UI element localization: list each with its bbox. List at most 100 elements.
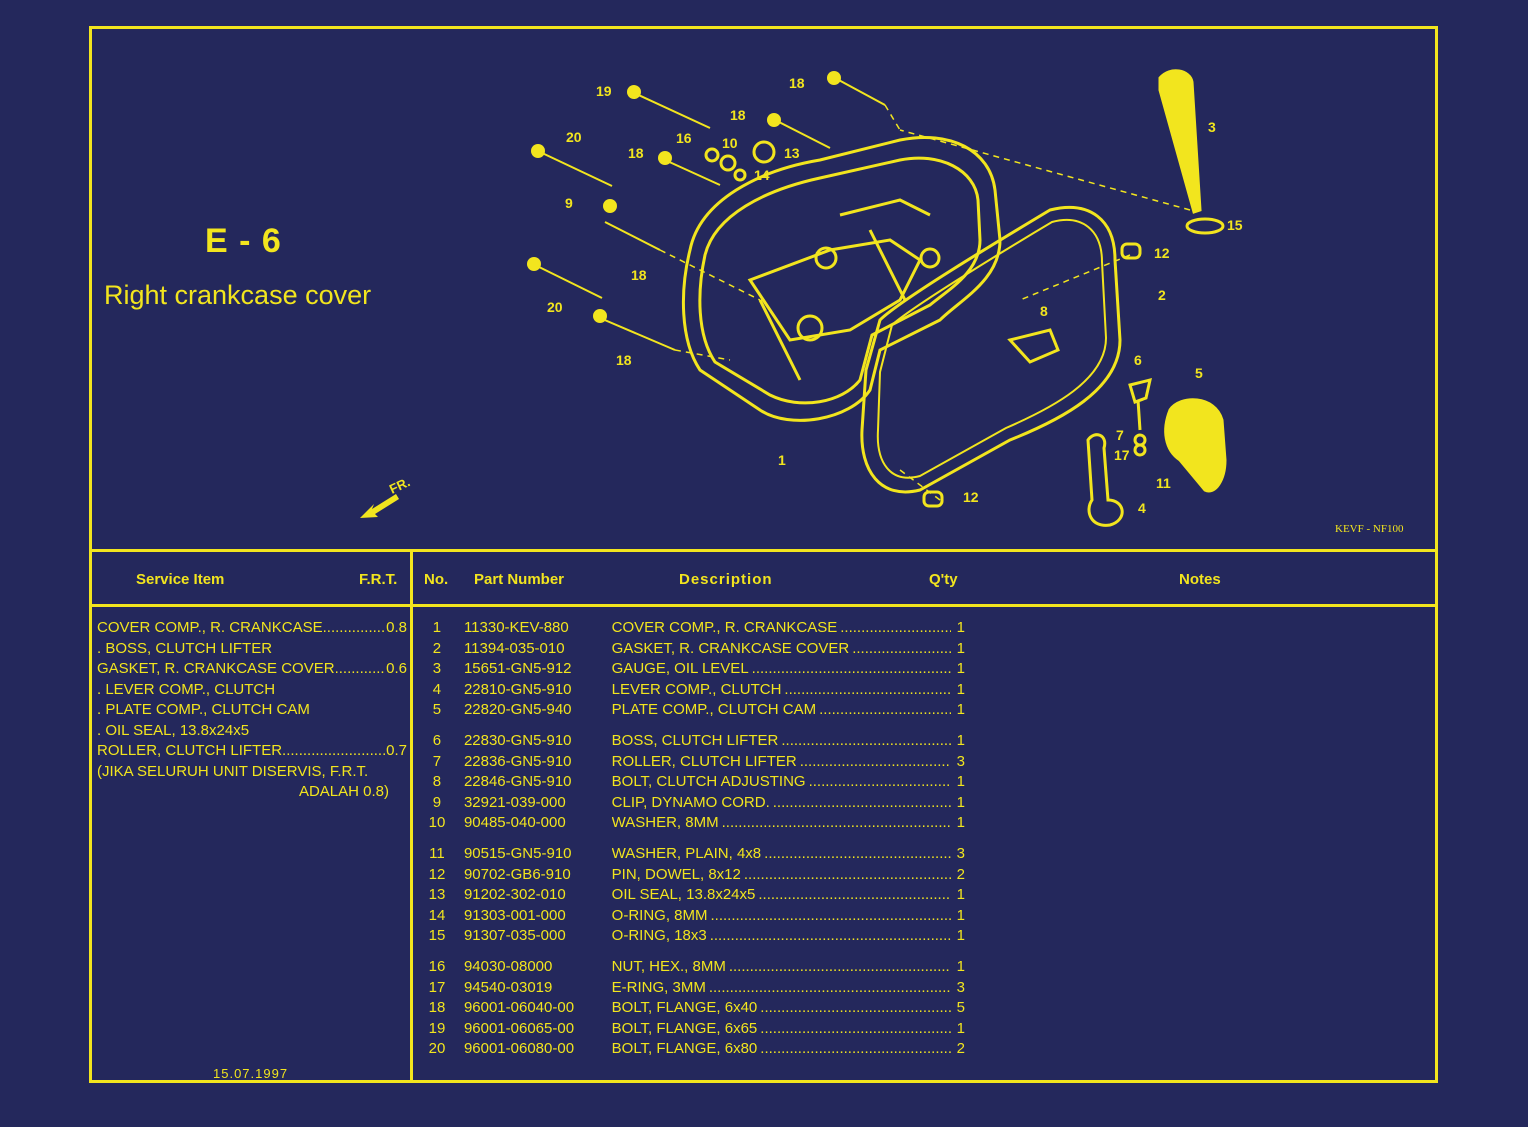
service-item: . PLATE COMP., CLUTCH CAM [97, 701, 310, 718]
service-item: COVER COMP., R. CRANKCASE0.8 [97, 618, 407, 639]
svg-text:9: 9 [565, 195, 573, 211]
header-description: Description [679, 571, 773, 588]
svg-text:18: 18 [628, 145, 644, 161]
part-qty: 1 [956, 773, 965, 791]
part-no: 19 [428, 1019, 446, 1037]
svg-text:3: 3 [1208, 119, 1216, 135]
svg-text:19: 19 [596, 83, 612, 99]
parts-list: 1 11330-KEV-880 COVER COMP., R. CRANKCASE 1… [420, 618, 965, 1060]
header-qty: Q'ty [929, 571, 958, 588]
part-no: 16 [428, 957, 446, 975]
part-description: O-RING, 8MM [612, 906, 951, 927]
part-qty: 1 [956, 886, 965, 904]
header-frt: F.R.T. [359, 571, 398, 588]
svg-text:18: 18 [631, 267, 647, 283]
part-number: 22836-GN5-910 [463, 752, 572, 770]
part-description: WASHER, PLAIN, 4x8 [612, 844, 951, 865]
part-qty: 1 [956, 701, 965, 719]
part-no: 17 [428, 978, 446, 996]
table-row: 17 94540-03019 E-RING, 3MM 3 [420, 978, 965, 999]
part-qty: 3 [956, 978, 965, 996]
part-number: 11330-KEV-880 [463, 619, 569, 636]
header-service-item: Service Item [136, 571, 225, 588]
service-item: GASKET, R. CRANKCASE COVER0.6 [97, 659, 407, 680]
front-arrow: FR. [356, 474, 426, 524]
part-description: WASHER, 8MM [612, 813, 951, 834]
part-description: O-RING, 18x3 [612, 926, 951, 947]
part-number: 32921-039-000 [463, 793, 566, 811]
part-no: 8 [432, 773, 442, 791]
part-no: 14 [428, 906, 446, 924]
part-qty: 1 [956, 731, 965, 749]
svg-text:18: 18 [730, 107, 746, 123]
part-description: E-RING, 3MM [612, 978, 951, 999]
svg-text:18: 18 [789, 75, 805, 91]
part-number: 15651-GN5-912 [463, 660, 572, 678]
part-description: LEVER COMP., CLUTCH [612, 680, 951, 701]
table-row: 15 91307-035-000 O-RING, 18x3 1 [420, 926, 965, 947]
part-description: ROLLER, CLUTCH LIFTER [612, 752, 951, 773]
service-item: ROLLER, CLUTCH LIFTER0.7 [97, 741, 407, 762]
part-no: 5 [432, 701, 442, 719]
part-qty: 1 [956, 1019, 965, 1037]
part-qty: 2 [956, 865, 965, 883]
part-no: 9 [432, 793, 442, 811]
table-row: 8 22846-GN5-910 BOLT, CLUTCH ADJUSTING 1 [420, 772, 965, 793]
part-qty: 1 [956, 793, 965, 811]
svg-text:8: 8 [1040, 303, 1048, 319]
part-description: PLATE COMP., CLUTCH CAM [612, 700, 951, 721]
svg-text:13: 13 [784, 145, 800, 161]
footer-code: KEVF - NF100 [1335, 523, 1404, 535]
part-number: 96001-06080-00 [463, 1040, 575, 1058]
table-row: 14 91303-001-000 O-RING, 8MM 1 [420, 906, 965, 927]
part-no: 1 [432, 619, 442, 636]
header-bottom-divider [89, 604, 1438, 607]
part-no: 6 [432, 731, 442, 749]
part-number: 96001-06040-00 [463, 999, 575, 1017]
revision-date: 15.07.1997 [213, 1066, 289, 1081]
part-number: 91307-035-000 [463, 927, 566, 945]
svg-text:20: 20 [547, 299, 563, 315]
service-item: . LEVER COMP., CLUTCH [97, 680, 276, 698]
part-number: 22820-GN5-940 [463, 701, 572, 719]
svg-text:6: 6 [1134, 352, 1142, 368]
svg-text:11: 11 [1156, 475, 1171, 491]
part-qty: 5 [956, 999, 965, 1017]
diagram-frame [89, 26, 1438, 1083]
svg-text:4: 4 [1138, 500, 1146, 516]
header-no: No. [424, 571, 449, 588]
part-number: 90515-GN5-910 [463, 844, 572, 862]
service-item: . OIL SEAL, 13.8x24x5 [97, 721, 250, 739]
part-no: 2 [432, 639, 442, 657]
part-number: 90485-040-000 [463, 814, 566, 832]
part-description: OIL SEAL, 13.8x24x5 [612, 885, 951, 906]
part-qty: 1 [956, 660, 965, 678]
part-qty: 1 [956, 814, 965, 832]
part-no: 15 [428, 927, 446, 945]
part-qty: 1 [956, 906, 965, 924]
part-number: 22846-GN5-910 [463, 773, 572, 791]
part-number: 11394-035-010 [463, 639, 565, 657]
part-number: 22810-GN5-910 [463, 680, 572, 698]
header-notes: Notes [1179, 571, 1221, 588]
header-part-number: Part Number [474, 571, 565, 588]
part-no: 10 [428, 814, 446, 832]
part-description: COVER COMP., R. CRANKCASE [612, 618, 951, 639]
part-number: 91303-001-000 [463, 906, 566, 924]
part-no: 18 [428, 999, 446, 1017]
part-number: 94030-08000 [463, 957, 553, 975]
part-qty: 1 [956, 680, 965, 698]
svg-text:14: 14 [754, 167, 770, 183]
part-description: BOLT, CLUTCH ADJUSTING [612, 772, 951, 793]
part-qty: 1 [956, 927, 965, 945]
part-no: 12 [428, 865, 446, 883]
part-description: BOLT, FLANGE, 6x65 [612, 1019, 951, 1040]
part-number: 94540-03019 [463, 978, 553, 996]
